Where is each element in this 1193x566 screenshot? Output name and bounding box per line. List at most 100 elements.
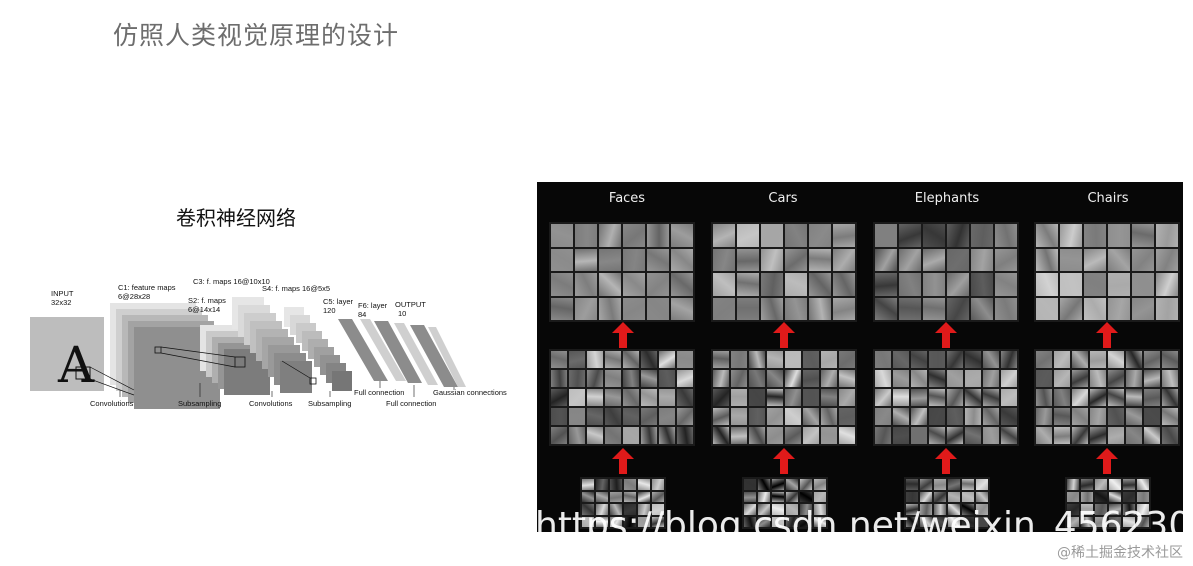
filter-tile bbox=[965, 408, 981, 425]
filter-tile bbox=[1054, 370, 1070, 387]
up-arrow-icon bbox=[773, 448, 795, 474]
filter-tile bbox=[713, 351, 729, 368]
filter-tile bbox=[911, 351, 927, 368]
filter-tile bbox=[677, 370, 693, 387]
filter-tile bbox=[647, 224, 669, 247]
filter-tile bbox=[1060, 297, 1082, 320]
cnn-title: 卷积神经网络 bbox=[176, 206, 296, 230]
filter-tile bbox=[1036, 427, 1052, 444]
filter-tile bbox=[803, 351, 819, 368]
filter-tile bbox=[1060, 273, 1082, 296]
filter-tile bbox=[948, 504, 960, 515]
filter-tile bbox=[803, 408, 819, 425]
filter-tile bbox=[893, 408, 909, 425]
filter-tile bbox=[647, 297, 669, 320]
filter-tile bbox=[551, 408, 567, 425]
filter-tile bbox=[923, 297, 945, 320]
op-convolutions-1: Convolutions bbox=[90, 399, 134, 408]
filter-tile bbox=[899, 248, 921, 271]
filter-tile bbox=[1108, 248, 1130, 271]
up-arrow-icon bbox=[612, 448, 634, 474]
filter-tile bbox=[786, 479, 798, 490]
filter-tile bbox=[596, 504, 608, 515]
filter-tile bbox=[785, 427, 801, 444]
filter-tile bbox=[749, 389, 765, 406]
filter-tile bbox=[875, 351, 891, 368]
up-arrow-icon bbox=[1096, 448, 1118, 474]
filter-tile bbox=[947, 408, 963, 425]
filter-tile bbox=[785, 297, 807, 320]
faces-edge-filters bbox=[580, 477, 666, 529]
filter-tile bbox=[569, 427, 585, 444]
f6-layer bbox=[374, 321, 422, 383]
c1-feature-maps bbox=[110, 303, 220, 409]
filter-tile bbox=[1132, 297, 1154, 320]
elephants-part-filters bbox=[873, 349, 1019, 446]
filter-tile bbox=[610, 479, 622, 490]
filter-tile bbox=[995, 273, 1017, 296]
filter-tile bbox=[1108, 408, 1124, 425]
filter-tile bbox=[1072, 351, 1088, 368]
filter-tile bbox=[1108, 297, 1130, 320]
filter-tile bbox=[821, 351, 837, 368]
filter-tile bbox=[1162, 370, 1178, 387]
feature-hierarchy-panel: Faces Cars Elephants Chairs bbox=[537, 182, 1183, 532]
filter-tile bbox=[934, 491, 946, 502]
filter-tile bbox=[641, 427, 657, 444]
filter-tile bbox=[1108, 351, 1124, 368]
filter-tile bbox=[906, 516, 918, 527]
filter-tile bbox=[551, 248, 573, 271]
filter-tile bbox=[814, 491, 826, 502]
filter-tile bbox=[772, 516, 784, 527]
filter-tile bbox=[659, 408, 675, 425]
filter-tile bbox=[1126, 408, 1142, 425]
filter-tile bbox=[652, 504, 664, 515]
filter-tile bbox=[767, 408, 783, 425]
filter-tile bbox=[596, 479, 608, 490]
filter-tile bbox=[983, 408, 999, 425]
filter-tile bbox=[1036, 408, 1052, 425]
filter-tile bbox=[647, 273, 669, 296]
filter-tile bbox=[947, 224, 969, 247]
filter-tile bbox=[767, 427, 783, 444]
filter-tile bbox=[947, 370, 963, 387]
filter-tile bbox=[1036, 273, 1058, 296]
filter-tile bbox=[911, 427, 927, 444]
filter-tile bbox=[582, 516, 594, 527]
filter-tile bbox=[785, 351, 801, 368]
filter-tile bbox=[1156, 224, 1178, 247]
filter-tile bbox=[744, 504, 756, 515]
filter-tile bbox=[875, 248, 897, 271]
filter-tile bbox=[641, 351, 657, 368]
filter-tile bbox=[1084, 273, 1106, 296]
filter-tile bbox=[833, 248, 855, 271]
faces-part-filters bbox=[549, 349, 695, 446]
filter-tile bbox=[971, 224, 993, 247]
filter-tile bbox=[671, 248, 693, 271]
filter-tile bbox=[1084, 297, 1106, 320]
filter-tile bbox=[582, 504, 594, 515]
filter-tile bbox=[1067, 479, 1079, 490]
filter-tile bbox=[920, 491, 932, 502]
slide-title: 仿照人类视觉原理的设计 bbox=[113, 21, 400, 50]
filter-tile bbox=[875, 273, 897, 296]
filter-tile bbox=[1109, 479, 1121, 490]
filter-tile bbox=[575, 248, 597, 271]
filter-tile bbox=[713, 297, 735, 320]
chairs-part-filters bbox=[1034, 349, 1180, 446]
filter-tile bbox=[624, 479, 636, 490]
filter-tile bbox=[638, 516, 650, 527]
filter-tile bbox=[744, 516, 756, 527]
filter-tile bbox=[995, 297, 1017, 320]
filter-tile bbox=[623, 224, 645, 247]
filter-tile bbox=[947, 351, 963, 368]
filter-tile bbox=[785, 273, 807, 296]
filter-tile bbox=[1001, 389, 1017, 406]
filter-tile bbox=[623, 297, 645, 320]
filter-tile bbox=[582, 479, 594, 490]
c1-size: 6@28x28 bbox=[118, 292, 150, 301]
filter-tile bbox=[587, 351, 603, 368]
filter-tile bbox=[1001, 427, 1017, 444]
filter-tile bbox=[772, 479, 784, 490]
filter-tile bbox=[623, 248, 645, 271]
